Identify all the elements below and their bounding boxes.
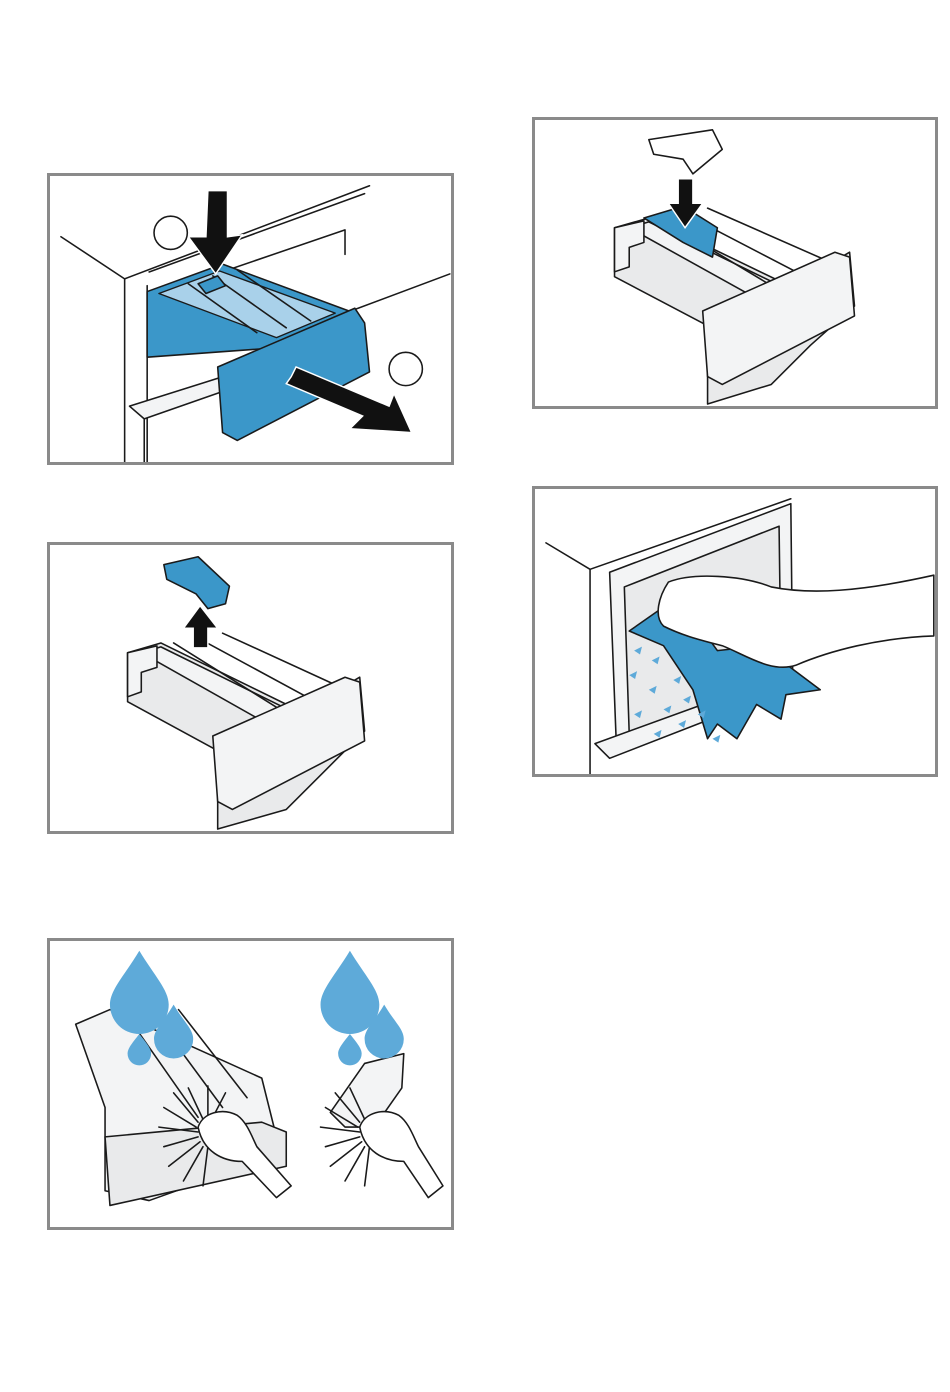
water-drop-icon (321, 951, 380, 1034)
wipe-dispenser-housing-illustration (535, 489, 935, 774)
figure-wipe-dispenser-housing (532, 486, 938, 777)
arrow-up-icon (183, 606, 217, 648)
rinse-and-brush-illustration (50, 941, 451, 1227)
figure-remove-drawer (47, 173, 454, 465)
step-marker-1 (154, 216, 187, 249)
figure-rinse-and-brush (47, 938, 454, 1230)
remove-insert-illustration (50, 545, 451, 831)
figure-reinsert-insert (532, 117, 938, 409)
reinsert-insert-illustration (535, 120, 935, 406)
figure-remove-insert (47, 542, 454, 834)
remove-drawer-illustration (50, 176, 451, 462)
water-drop-icon (338, 1034, 362, 1065)
water-drop-icon (110, 951, 169, 1034)
step-marker-2 (389, 352, 422, 385)
arrow-down-icon (188, 191, 242, 274)
